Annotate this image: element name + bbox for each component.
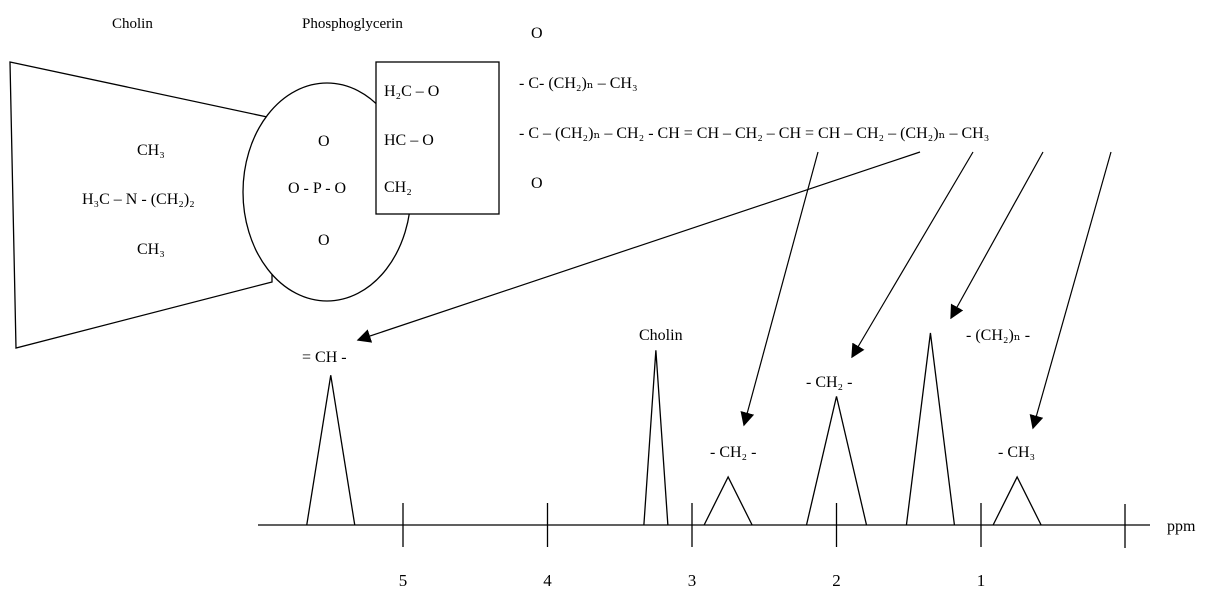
choline-line2: H₃C – N - (CH₂)₂	[82, 191, 195, 208]
spectrum-peaks	[306, 332, 1042, 526]
glycerol-line2: HC – O	[384, 132, 434, 149]
axis-unit: ppm	[1167, 518, 1196, 535]
arrow-methyl	[1029, 151, 1112, 430]
axis-tick-label-1: 1	[977, 571, 986, 590]
axis-tick-label-2: 2	[832, 571, 841, 590]
peak-0	[306, 375, 356, 526]
header-cholin: Cholin	[112, 16, 153, 32]
glycerol-line1: H₂C – O	[384, 83, 439, 100]
peak-label-olefinic: = CH -	[302, 349, 347, 366]
arrow-allylic	[740, 151, 819, 427]
phosphate-line3: O	[318, 232, 330, 249]
axis-tick-label-4: 4	[543, 571, 552, 590]
peak-1	[643, 350, 669, 526]
fatty-chain-1: - C- (CH₂)ₙ – CH₃	[519, 75, 638, 92]
glycerol-line3: CH₂	[384, 179, 412, 196]
arrow-methylene	[851, 151, 974, 359]
choline-line1: CH₃	[137, 142, 165, 159]
peak-label-chain: - (CH₂)ₙ -	[966, 327, 1030, 344]
phosphate-line1: O	[318, 133, 330, 150]
fatty-chain-2: - C – (CH₂)ₙ – CH₂ - CH = CH – CH₂ – CH …	[519, 125, 989, 142]
peak-label-cholin: Cholin	[639, 327, 683, 344]
axis-tick-label-5: 5	[399, 571, 408, 590]
phosphate-line2: O - P - O	[288, 180, 346, 197]
choline-trapezoid	[9, 61, 273, 349]
peak-4	[905, 332, 956, 526]
axis-tick-label-3: 3	[688, 571, 697, 590]
carbonyl-top: O	[531, 25, 543, 42]
header-phosphoglycerin: Phosphoglycerin	[302, 16, 403, 32]
peak-3	[805, 396, 868, 526]
peak-label-methyl: - CH₃	[998, 444, 1035, 461]
axis-ticks: 5 4 3 2 1	[399, 503, 986, 590]
peak-label-methylene: - CH₂ -	[806, 374, 852, 391]
choline-line3: CH₃	[137, 241, 165, 258]
peak-5	[992, 475, 1042, 526]
peak-2	[703, 475, 753, 526]
arrow-olefinic	[356, 151, 921, 343]
arrow-chain	[950, 151, 1044, 320]
peak-label-allylic: - CH₂ -	[710, 444, 756, 461]
glycerol-box	[375, 61, 500, 215]
carbonyl-bottom: O	[531, 175, 543, 192]
